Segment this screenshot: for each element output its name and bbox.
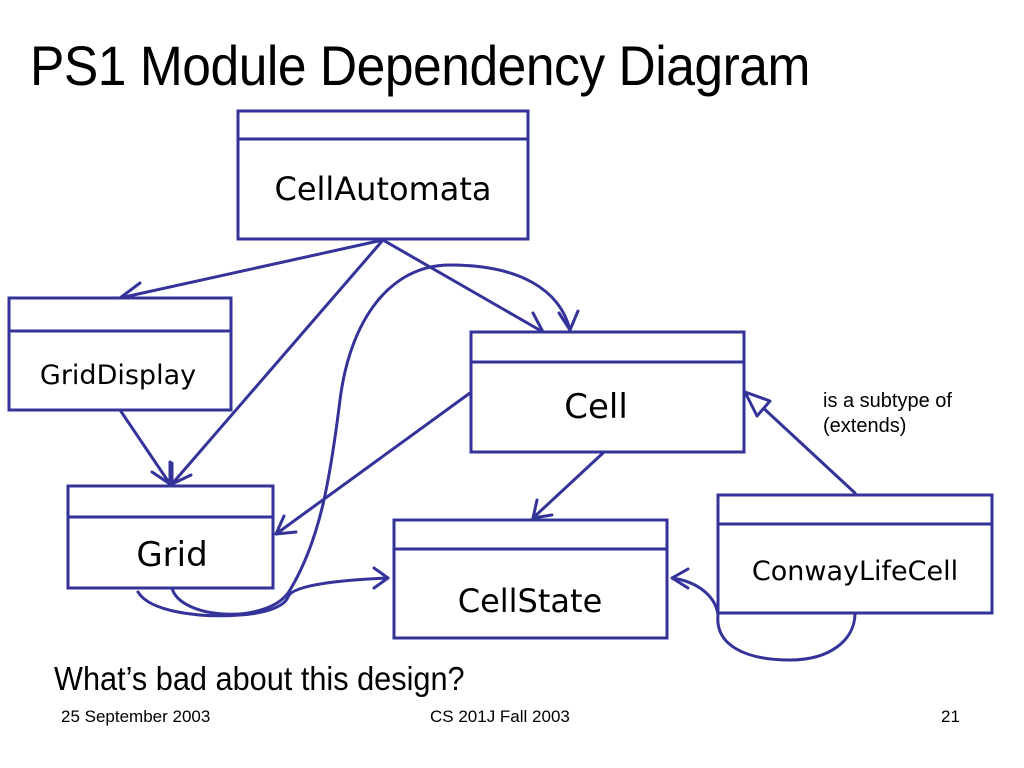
footer-page-number: 21 [941, 707, 960, 726]
edge-griddisplay-to-grid [118, 408, 172, 486]
edge-grid-to-cell [170, 263, 580, 616]
edge-cellautomata-to-grid [170, 238, 385, 486]
module-conwaylifecell[interactable]: ConwayLifeCell [716, 493, 994, 615]
module-cellstate[interactable]: CellState [392, 518, 669, 640]
slide-title: PS1 Module Dependency Diagram [30, 34, 810, 97]
edge-grid-to-cellstate [136, 566, 390, 618]
subtype-annotation: is a subtype of (extends) [823, 389, 952, 439]
module-grid[interactable]: Grid [66, 484, 275, 590]
edge-cellautomata-to-cell [381, 238, 545, 334]
module-label: Grid [136, 535, 207, 575]
module-cellautomata[interactable]: CellAutomata [236, 109, 530, 241]
edge-conwaylifecell-extends-cell [743, 390, 857, 495]
module-griddisplay[interactable]: GridDisplay [7, 296, 233, 412]
discussion-question: What’s bad about this design? [54, 660, 465, 697]
edge-cell-to-cellstate [531, 451, 605, 520]
module-label: Cell [564, 387, 628, 427]
module-label: CellState [458, 582, 603, 620]
module-cell[interactable]: Cell [469, 330, 746, 454]
dependency-edges [118, 238, 857, 662]
module-label: ConwayLifeCell [752, 556, 958, 587]
module-label: CellAutomata [274, 170, 491, 208]
footer-date: 25 September 2003 [61, 707, 211, 726]
edge-conwaylifecell-to-cellstate [670, 567, 857, 662]
annotation-line-2: (extends) [823, 415, 907, 437]
module-label: GridDisplay [40, 360, 196, 391]
annotation-line-1: is a subtype of [823, 390, 952, 412]
hollow-triangle-arrowhead [743, 390, 772, 418]
edge-cell-to-grid [274, 391, 472, 536]
edge-cellautomata-to-griddisplay [118, 238, 385, 302]
footer-course: CS 201J Fall 2003 [430, 707, 570, 726]
